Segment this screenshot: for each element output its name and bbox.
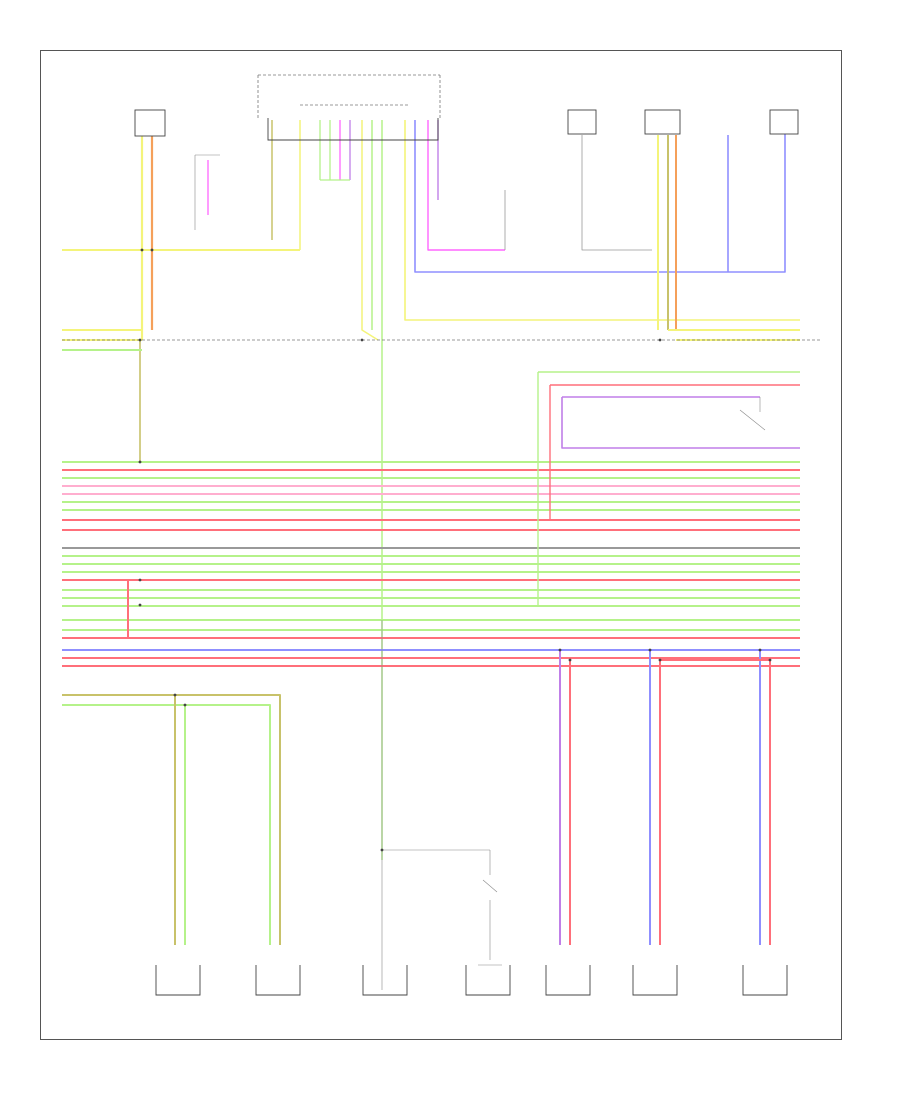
switch-line [482,879,498,893]
junction-dot [568,658,572,662]
control-module-box [644,109,681,135]
wires [62,120,800,945]
wire-blue [650,649,761,945]
bottom-connector-box [465,965,511,996]
wire-olive [175,694,281,945]
junction-dot [138,603,142,607]
wire-violet [561,397,800,449]
junction-dot [658,338,662,342]
control-module-box [134,109,166,137]
wire-gray [581,135,652,251]
wire-red [660,659,771,945]
junction-dot [648,648,652,652]
wire-yellow [361,120,379,341]
wire-magenta [427,120,505,251]
bottom-connector-box [632,965,678,996]
component-boxes [134,109,799,996]
bottom-connector-box [742,965,788,996]
switch-line [739,409,766,431]
module-connector-box [267,118,439,141]
junction-dot [360,338,364,342]
junction-dot [183,703,187,707]
dashed-lines [62,74,820,990]
junction-dot [138,578,142,582]
wire-blue [414,120,786,273]
junction-dot [138,338,142,342]
wire-yellow [404,120,800,321]
bottom-connector-box [255,965,301,996]
bottom-connector-box [545,965,591,996]
wire-green [185,704,271,945]
junction-dot [558,648,562,652]
junction-dot [138,460,142,464]
bottom-connector-box [155,965,201,996]
junction-dot [140,248,144,252]
junction-dot [173,693,177,697]
junction-dot [758,648,762,652]
junction-dot [658,658,662,662]
junction-dot [380,848,384,852]
junction-dot [768,658,772,662]
diagram-frame [40,50,842,1040]
junction-dots [138,248,772,852]
sensor-box [769,109,799,135]
sensor-box [567,109,597,135]
junction-dot [150,248,154,252]
bottom-connector-box [362,965,408,996]
